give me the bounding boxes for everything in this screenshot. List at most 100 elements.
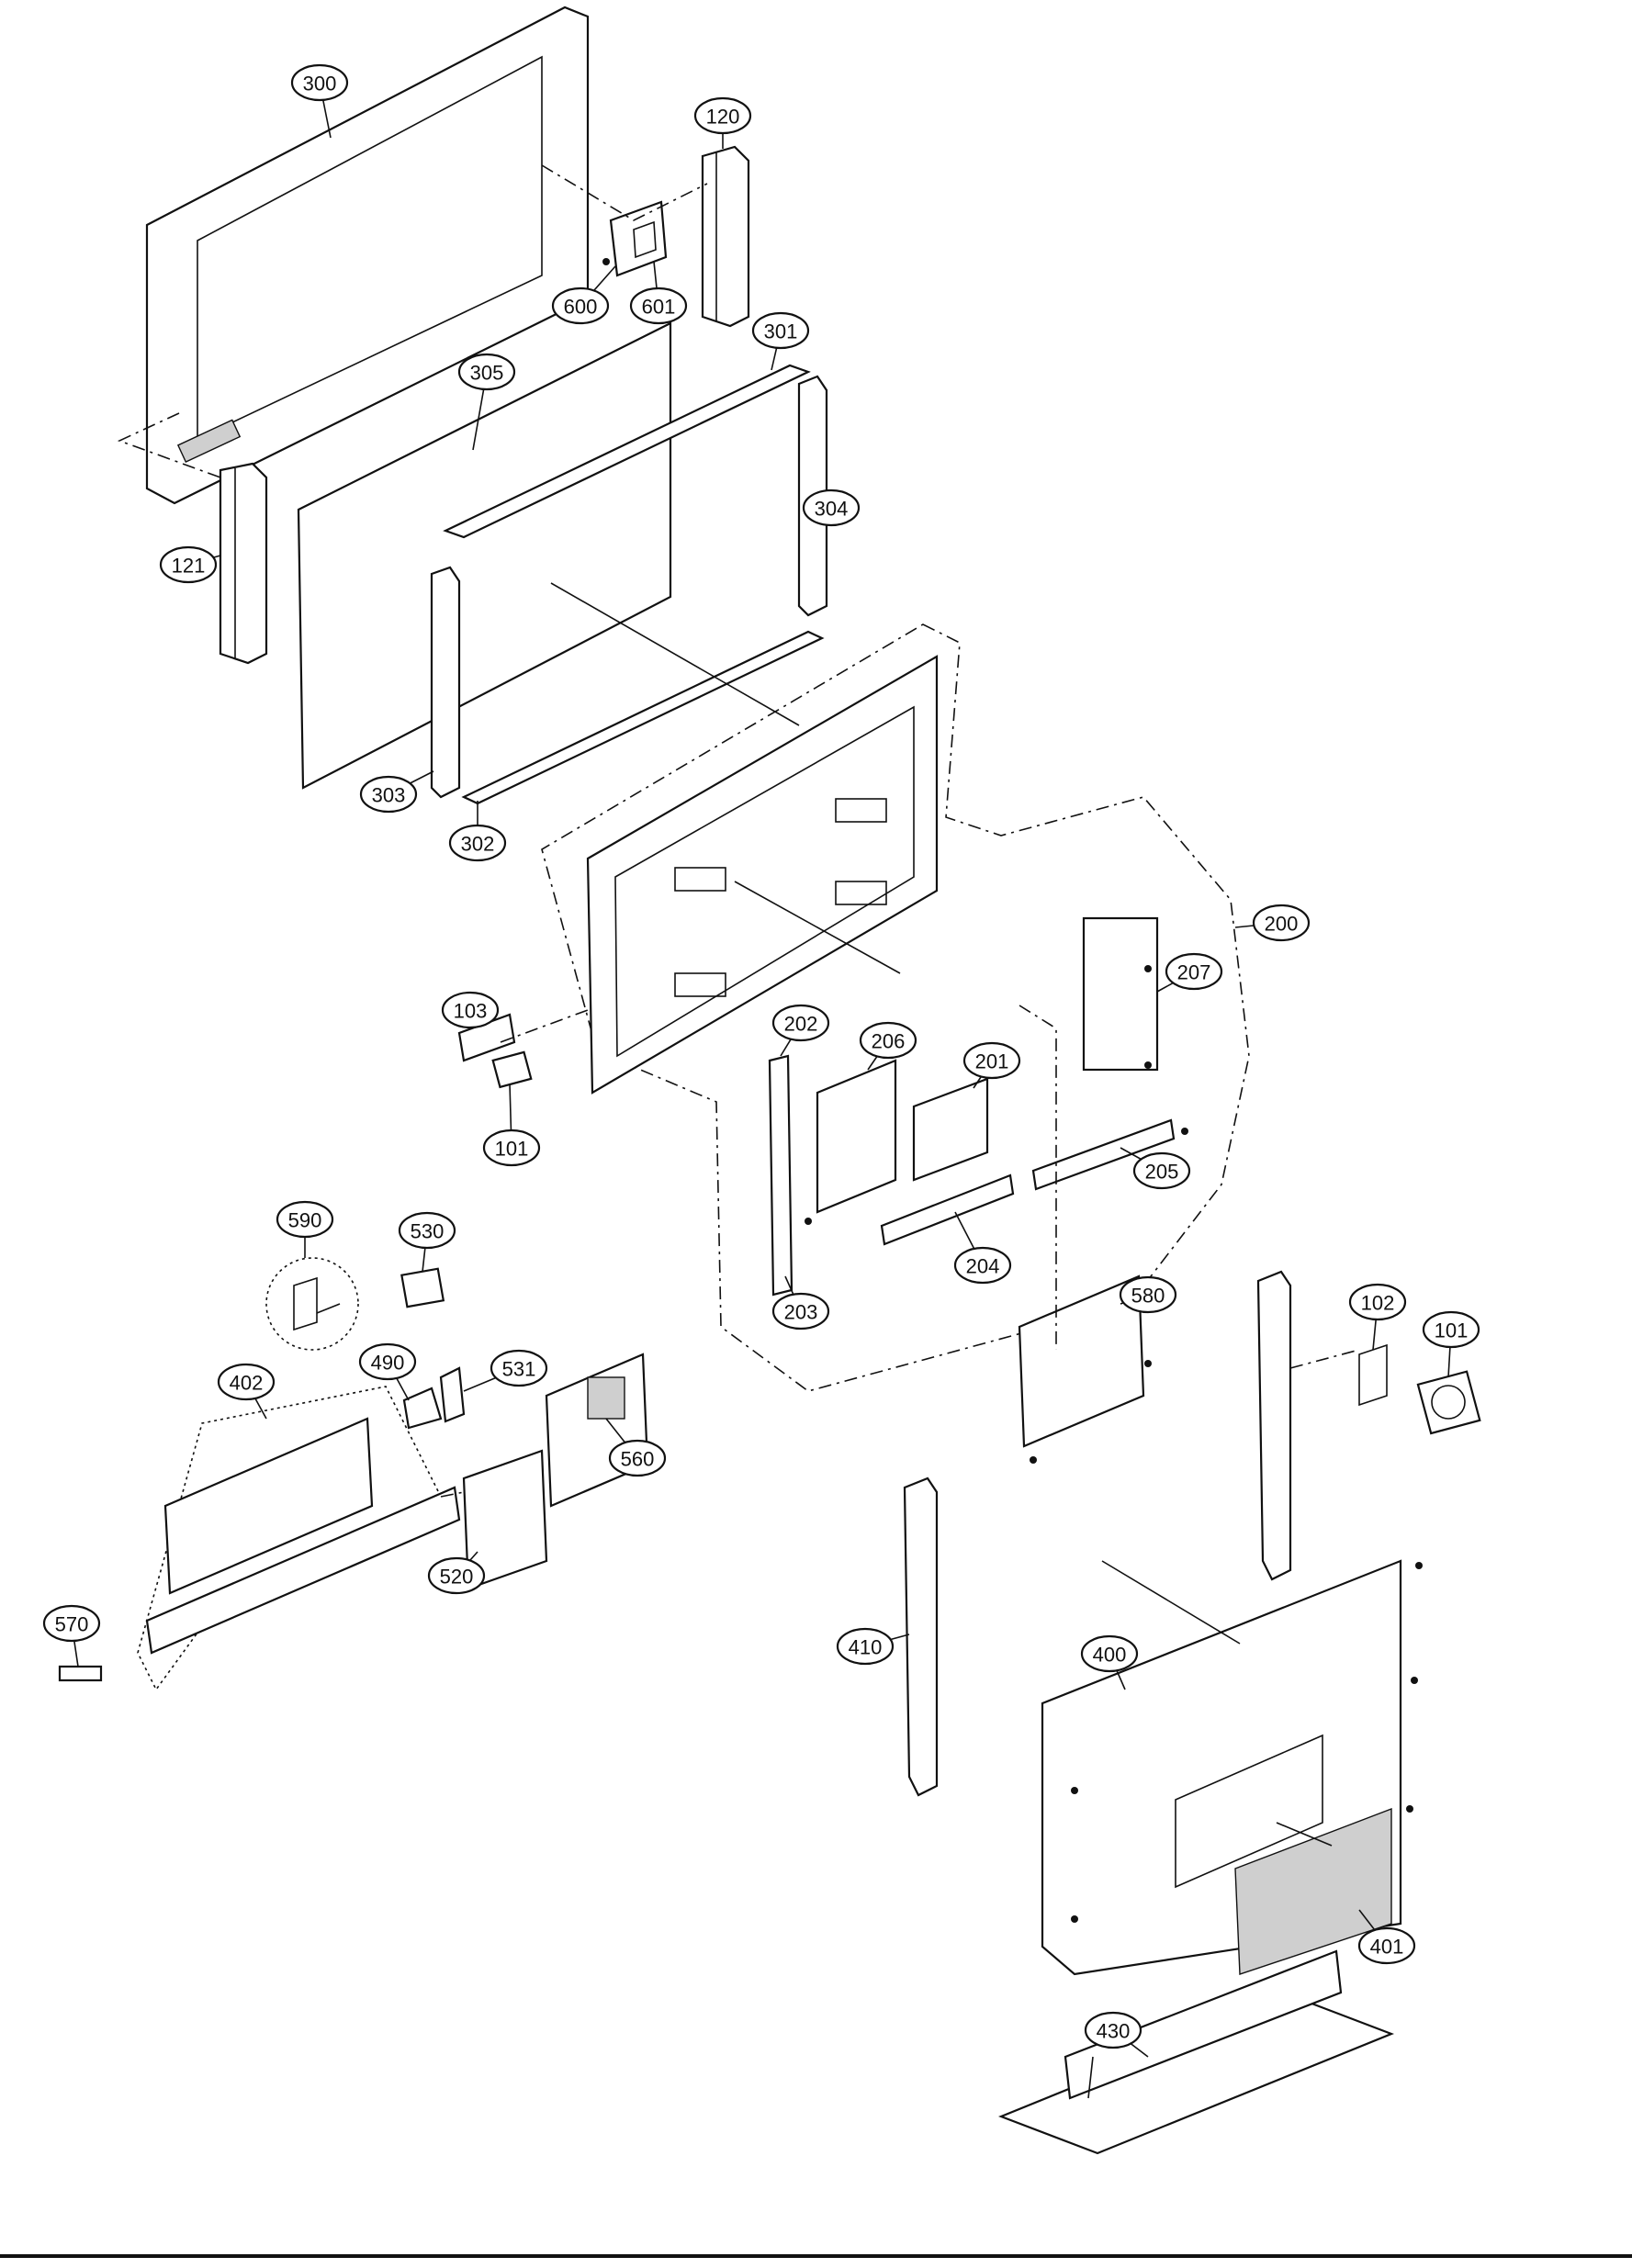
board-530 xyxy=(400,1267,445,1308)
callout-fan-101-right: 101 xyxy=(1422,1310,1480,1378)
callout-pdp-module: 200 xyxy=(1234,904,1311,942)
chassis xyxy=(586,655,939,1095)
board-205 xyxy=(1031,1118,1176,1191)
callout-part-531: 531 xyxy=(463,1349,548,1392)
callout-bubble xyxy=(859,1021,917,1060)
fan-assembly-left xyxy=(457,1013,533,1089)
filter-glass xyxy=(297,321,672,790)
board-207 xyxy=(1082,916,1159,1072)
callout-label: 530 xyxy=(411,1220,445,1243)
callout-bubble xyxy=(1252,904,1311,942)
callout-bracket-490: 490 xyxy=(358,1342,417,1401)
callout-board-206: 206 xyxy=(859,1021,917,1071)
left-speaker xyxy=(219,462,268,665)
callout-bubble xyxy=(358,1342,417,1381)
board-202-203 xyxy=(768,1054,793,1297)
callout-label: 401 xyxy=(1370,1936,1404,1959)
callout-rear-panel: 401 xyxy=(1357,1909,1416,1965)
right-stand-bracket xyxy=(1256,1270,1292,1581)
callout-board-560: 560 xyxy=(605,1418,667,1477)
callout-bubble xyxy=(1119,1275,1177,1314)
callout-label: 300 xyxy=(303,73,337,95)
callout-label: 580 xyxy=(1131,1285,1165,1308)
callout-rear-cover: 400 xyxy=(1080,1634,1139,1690)
callout-label: 600 xyxy=(564,296,598,319)
callout-fan-bracket-102: 102 xyxy=(1348,1283,1407,1351)
callout-right-speaker: 120 xyxy=(693,96,752,149)
callout-label: 601 xyxy=(642,296,676,319)
board-204 xyxy=(880,1173,1015,1246)
top-frame xyxy=(443,364,811,539)
callout-label: 121 xyxy=(172,555,206,578)
bracket-490 xyxy=(402,1387,443,1430)
callout-bubble xyxy=(608,1439,667,1477)
front-cabinet xyxy=(145,6,590,505)
part-531 xyxy=(439,1366,466,1423)
callout-filter-glass: 305 xyxy=(457,353,516,451)
part-570 xyxy=(58,1665,103,1682)
callout-bracket-600: 600 xyxy=(551,265,616,325)
callout-label: 200 xyxy=(1265,913,1299,936)
callout-label: 520 xyxy=(440,1566,474,1589)
callout-label: 206 xyxy=(872,1030,906,1053)
callout-bubble xyxy=(1084,2011,1142,2049)
callout-bubble xyxy=(1357,1926,1416,1965)
callout-bubble xyxy=(1165,952,1223,991)
callout-fan-101-left: 101 xyxy=(482,1083,541,1167)
callout-front-cabinet: 300 xyxy=(290,63,349,139)
callout-bubble xyxy=(290,63,349,102)
callout-part-590: 590 xyxy=(276,1200,334,1258)
callout-bubble xyxy=(836,1627,895,1666)
callout-label: 400 xyxy=(1093,1644,1127,1667)
board-206 xyxy=(816,1059,897,1214)
callout-board-580: 580 xyxy=(1119,1275,1177,1314)
callout-label: 303 xyxy=(372,784,406,807)
callout-bubble xyxy=(629,286,688,325)
callout-label: 207 xyxy=(1177,961,1211,984)
callout-board-204: 204 xyxy=(953,1211,1012,1285)
callout-bubble xyxy=(751,311,810,350)
callout-board-520: 520 xyxy=(427,1551,486,1595)
callout-bubble xyxy=(953,1246,1012,1285)
callout-board-203: 203 xyxy=(771,1275,830,1330)
callout-label: 101 xyxy=(495,1138,529,1161)
callout-board-202: 202 xyxy=(771,1004,830,1057)
callout-label: 490 xyxy=(371,1352,405,1375)
right-speaker xyxy=(701,145,750,328)
left-frame xyxy=(430,566,461,799)
callout-label: 101 xyxy=(1435,1319,1469,1342)
bottom-frame xyxy=(461,630,825,805)
callout-board-201: 201 xyxy=(962,1041,1021,1089)
board-580 xyxy=(1018,1274,1145,1448)
callout-bubble xyxy=(398,1211,456,1250)
fan-assembly-right xyxy=(1358,1343,1481,1435)
callout-bracket-601: 601 xyxy=(629,261,688,325)
callout-bubble xyxy=(276,1200,334,1239)
callout-bubble xyxy=(693,96,752,135)
callout-top-frame: 301 xyxy=(751,311,810,371)
callout-label: 410 xyxy=(849,1636,883,1659)
board-201 xyxy=(912,1077,989,1182)
callout-bubble xyxy=(802,488,861,527)
callout-board-530: 530 xyxy=(398,1211,456,1273)
callout-label: 560 xyxy=(621,1448,655,1471)
callout-board-205: 205 xyxy=(1120,1147,1191,1190)
callout-bubble xyxy=(448,824,507,862)
stand-bracket xyxy=(903,1476,939,1797)
board-520 xyxy=(462,1449,548,1590)
callout-stand: 430 xyxy=(1084,2011,1149,2058)
explosion-lines xyxy=(117,164,1360,1847)
pdp-module-boundary xyxy=(541,623,1250,1392)
callout-label: 205 xyxy=(1145,1161,1179,1184)
part-590 xyxy=(293,1276,341,1331)
callout-label: 531 xyxy=(502,1358,536,1381)
callout-label: 120 xyxy=(706,106,740,129)
callout-label: 590 xyxy=(288,1209,322,1232)
callout-bubble xyxy=(159,545,218,584)
callout-bubble xyxy=(482,1128,541,1167)
callout-bubble xyxy=(771,1004,830,1042)
callout-bubble xyxy=(1080,1634,1139,1673)
callout-label: 103 xyxy=(454,1000,488,1023)
callout-stand-bracket: 410 xyxy=(836,1627,910,1666)
